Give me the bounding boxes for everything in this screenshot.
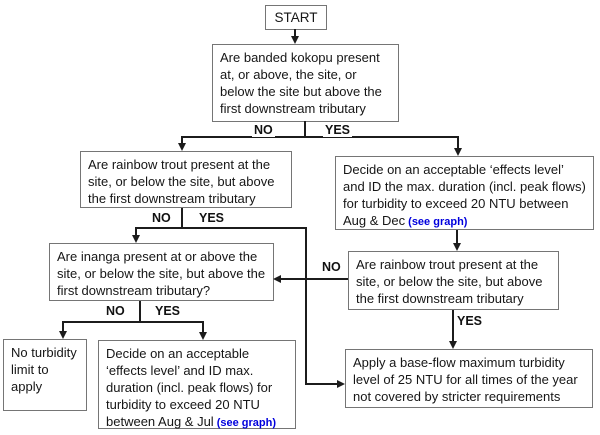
node-text: Decide on an acceptable ‘effects level’ … <box>343 162 586 228</box>
arrowhead-down-icon <box>59 331 67 339</box>
connector-line <box>294 29 296 37</box>
connector-line <box>181 136 459 138</box>
node-text: Are rainbow trout present at the site, o… <box>356 257 543 306</box>
arrowhead-down-icon <box>449 341 457 349</box>
connector-line <box>135 227 307 229</box>
arrowhead-down-icon <box>199 332 207 340</box>
edge-label-yes-kokopu: YES <box>323 123 353 137</box>
node-start: START <box>265 5 327 30</box>
arrowhead-down-icon <box>291 36 299 44</box>
node-decide-aug-jul: Decide on an acceptable ‘effects level’ … <box>98 340 296 429</box>
node-text: START <box>274 10 318 25</box>
edge-label-no-trout2: NO <box>320 260 343 274</box>
node-text: No turbidity limit to apply <box>11 345 77 394</box>
node-rainbow-trout-question-2: Are rainbow trout present at the site, o… <box>348 251 559 310</box>
node-apply-baseflow-limit: Apply a base-flow maximum turbidity leve… <box>345 349 593 408</box>
arrowhead-down-icon <box>132 235 140 243</box>
arrowhead-right-icon <box>337 380 345 388</box>
node-no-turbidity-limit: No turbidity limit to apply <box>3 339 87 411</box>
node-inanga-question: Are inanga present at or above the site,… <box>49 243 274 301</box>
connector-line <box>281 278 348 280</box>
connector-line <box>456 230 458 245</box>
connector-line <box>181 208 183 229</box>
node-text: Are inanga present at or above the site,… <box>57 249 266 298</box>
edge-label-yes-trout1: YES <box>197 211 227 225</box>
connector-line <box>305 229 307 384</box>
connector-line <box>135 227 137 236</box>
connector-line <box>202 321 204 332</box>
connector-line <box>62 321 64 331</box>
node-banded-kokopu-question: Are banded kokopu present at, or above, … <box>212 44 399 122</box>
node-rainbow-trout-question-1: Are rainbow trout present at the site, o… <box>80 151 292 208</box>
edge-label-yes-trout2: YES <box>455 314 485 328</box>
arrowhead-left-icon <box>273 275 281 283</box>
connector-line <box>304 121 306 137</box>
edge-label-no-trout1: NO <box>150 211 173 225</box>
connector-line <box>181 136 183 144</box>
see-graph-link[interactable]: (see graph) <box>216 417 276 429</box>
node-text: Decide on an acceptable ‘effects level’ … <box>106 346 273 429</box>
arrowhead-down-icon <box>454 148 462 156</box>
arrowhead-down-icon <box>178 143 186 151</box>
edge-label-no-inanga: NO <box>104 304 127 318</box>
node-decide-aug-dec: Decide on an acceptable ‘effects level’ … <box>335 156 594 230</box>
connector-line <box>139 301 141 323</box>
node-text: Apply a base-flow maximum turbidity leve… <box>353 355 578 404</box>
connector-line <box>457 136 459 149</box>
edge-label-no-kokopu: NO <box>252 123 275 137</box>
connector-line <box>452 310 454 341</box>
node-text: Are rainbow trout present at the site, o… <box>88 157 275 206</box>
see-graph-link[interactable]: (see graph) <box>408 216 468 228</box>
connector-line <box>305 383 337 385</box>
node-text: Are banded kokopu present at, or above, … <box>220 50 382 116</box>
edge-label-yes-inanga: YES <box>153 304 183 318</box>
connector-line <box>62 321 204 323</box>
arrowhead-down-icon <box>453 243 461 251</box>
